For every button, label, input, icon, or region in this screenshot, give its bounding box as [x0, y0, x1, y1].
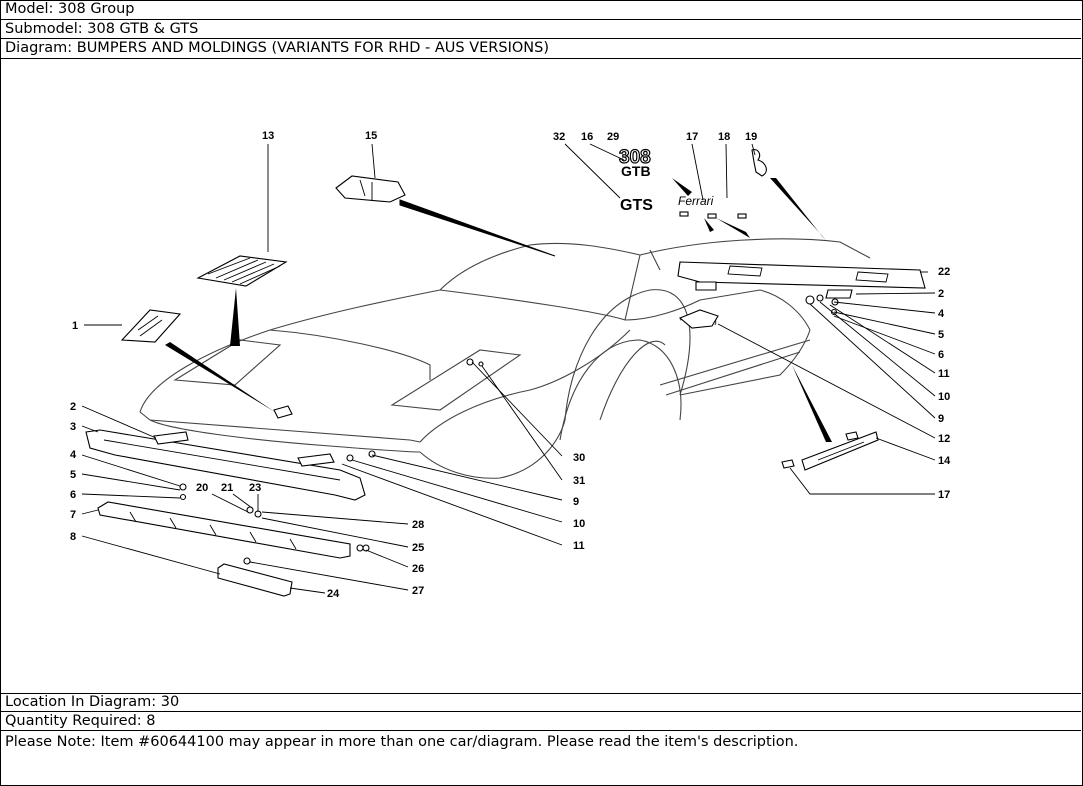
parts-diagram: 308 GTB GTS Ferrari	[0, 59, 1081, 694]
callout-18: 18	[718, 131, 730, 143]
callout-17b: 17	[938, 489, 950, 501]
callout-6: 6	[938, 349, 944, 361]
callout-25: 25	[412, 542, 424, 554]
front-bumper-assembly	[85, 429, 366, 501]
prancing-horse-icon	[751, 149, 767, 177]
callout-12: 12	[938, 433, 950, 445]
callout-11: 11	[938, 368, 950, 380]
part-22-rear-bumper	[677, 261, 926, 289]
callout-29: 29	[607, 131, 619, 143]
callout-4-left: 4	[70, 449, 77, 461]
callout-9-left: 9	[573, 496, 579, 508]
callout-numbers: 13 15 32 16 29 17 18 19 22 2 4 5 6 11 10…	[70, 130, 951, 600]
part-1-emblem-plate	[120, 309, 182, 343]
badge-gtb: GTB	[621, 163, 651, 179]
quantity-label: Quantity Required: 8	[0, 712, 1081, 731]
callout-26: 26	[412, 563, 424, 575]
callout-3: 3	[70, 421, 76, 433]
callout-30: 30	[573, 452, 585, 464]
leader-lines	[81, 143, 936, 594]
part-7-front-spoiler	[97, 501, 351, 559]
callout-31: 31	[573, 475, 585, 487]
callout-5-left: 5	[70, 469, 76, 481]
exploded-view-drawing: 308 GTB GTS Ferrari	[70, 130, 951, 600]
callout-14: 14	[938, 455, 951, 467]
callout-11-left: 11	[573, 540, 585, 552]
location-label: Location In Diagram: 30	[0, 693, 1081, 712]
callout-4: 4	[938, 308, 945, 320]
callout-16: 16	[581, 131, 593, 143]
callout-5: 5	[938, 329, 944, 341]
note-text: Please Note: Item #60644100 may appear i…	[5, 734, 799, 750]
badge-ferrari-script: Ferrari	[678, 194, 714, 208]
callout-21: 21	[221, 482, 233, 494]
callout-7: 7	[70, 509, 76, 521]
part-13-hood-grille	[196, 255, 288, 287]
callout-15: 15	[365, 130, 377, 142]
callout-27: 27	[412, 585, 424, 597]
callout-2: 2	[938, 288, 944, 300]
callout-9: 9	[938, 413, 944, 425]
callout-10: 10	[938, 391, 950, 403]
callout-13: 13	[262, 130, 274, 142]
part-14-side-molding	[801, 431, 879, 471]
part-24-plate-bracket	[217, 563, 293, 597]
callout-1: 1	[72, 320, 78, 332]
callout-24: 24	[327, 588, 340, 600]
callout-2-left: 2	[70, 401, 76, 413]
submodel-label: Submodel: 308 GTB & GTS	[0, 20, 1081, 39]
part-15-rear-mirror	[335, 175, 406, 203]
badge-308: 308	[619, 147, 651, 168]
badge-clip-icon	[679, 211, 689, 217]
model-label: Model: 308 Group	[0, 0, 1081, 20]
callout-23: 23	[249, 482, 261, 494]
top-border	[540, 0, 1081, 1]
callout-20: 20	[196, 482, 208, 494]
callout-32: 32	[553, 131, 565, 143]
pointer-wedges	[165, 178, 832, 442]
badge-gts: GTS	[620, 197, 653, 214]
callout-8: 8	[70, 531, 76, 543]
badge-clip-icon	[737, 213, 747, 219]
callout-19: 19	[745, 131, 757, 143]
badge-clip-icon	[707, 213, 717, 219]
callout-28: 28	[412, 519, 424, 531]
small-fasteners	[179, 281, 859, 565]
callout-10-left: 10	[573, 518, 585, 530]
badges: 308 GTB GTS Ferrari	[618, 146, 767, 219]
diagram-title: Diagram: BUMPERS AND MOLDINGS (VARIANTS …	[0, 39, 1081, 59]
callout-17: 17	[686, 131, 698, 143]
callout-22: 22	[938, 266, 950, 278]
callout-6-left: 6	[70, 489, 76, 501]
